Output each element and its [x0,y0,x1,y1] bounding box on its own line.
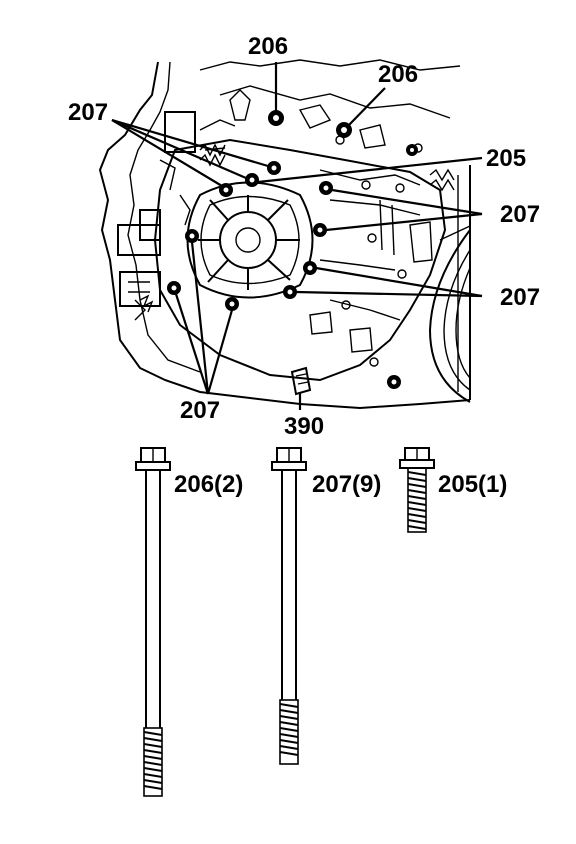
callout-206-right: 206 [378,61,418,88]
bolt-206-threads [143,727,163,797]
callout-207-bottom: 207 [180,397,220,424]
callout-390: 390 [284,413,324,440]
bolt-207 [271,447,307,765]
callout-207-right-upper: 207 [500,201,540,228]
callout-205: 205 [486,145,526,172]
bolt-205-label: 205(1) [438,471,507,498]
bolt-207-label: 207(9) [312,471,381,498]
valve-body-passages [179,89,433,353]
callout-207-right-lower: 207 [500,284,540,311]
callout-206-top: 206 [248,33,288,60]
bolt-206 [135,447,171,797]
bolt-205 [399,447,435,533]
callout-labels: 206 206 207 205 207 207 207 390 [68,33,540,440]
bolt-206-label: 206(2) [174,471,243,498]
valve-body-holes [335,135,423,367]
callout-207-top-left: 207 [68,99,108,126]
bolt-207-threads [279,699,299,765]
part-390-component [290,366,312,396]
valve-body-hub [186,181,314,299]
bolt-205-threads [407,467,427,533]
left-components [117,111,236,321]
transmission-case-illustration [98,59,471,410]
clutch-drum [428,225,471,403]
leader-lines [111,62,483,410]
